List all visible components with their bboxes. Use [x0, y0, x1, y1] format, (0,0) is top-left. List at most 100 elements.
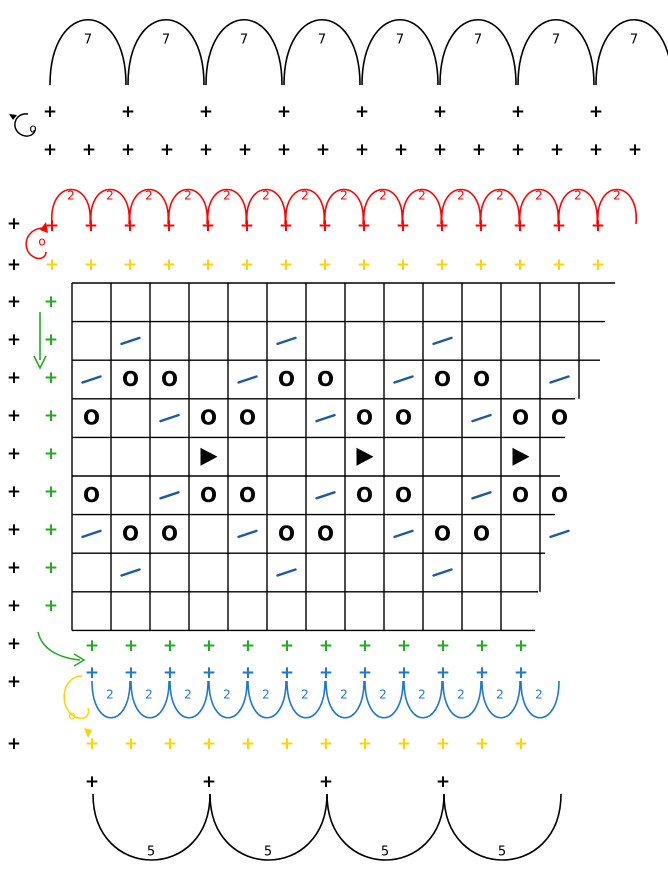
stitch-plus-yellow: + [357, 255, 371, 275]
stitch-plus-yellow: + [280, 734, 294, 754]
dash-symbol [237, 375, 258, 384]
stitch-plus-green: + [280, 636, 294, 656]
stitch-plus-green: + [85, 636, 99, 656]
stitch-plus-blue: + [436, 663, 450, 683]
dash-symbol [393, 375, 414, 384]
stitch-plus-green: + [44, 368, 58, 388]
stitch-plus: + [7, 444, 21, 464]
dash-symbol [159, 491, 180, 500]
stitch-plus-yellow: + [45, 255, 59, 275]
stitch-plus-green: + [514, 636, 528, 656]
stitch-plus: + [355, 140, 369, 160]
dash-symbol [159, 413, 180, 423]
blue-arch [286, 680, 326, 719]
circle-symbol: O [317, 521, 334, 545]
circle-symbol: O [356, 406, 373, 430]
blue-arch [325, 680, 365, 719]
top-arch-label: 7 [318, 33, 326, 48]
stitch-plus: + [550, 140, 564, 160]
circle-symbol: O [200, 406, 217, 430]
red-arch-label: 2 [184, 189, 192, 203]
top-arch [127, 18, 205, 86]
stitch-plus: + [277, 140, 291, 160]
stitch-plus-yellow: + [514, 734, 528, 754]
stitch-plus: + [43, 140, 57, 160]
turn-arrow-green [37, 631, 81, 661]
top-arch-label: 7 [240, 33, 248, 48]
dash-symbol [81, 375, 102, 384]
stitch-plus-blue: + [358, 663, 372, 683]
stitch-plus-yellow: + [85, 734, 99, 754]
circle-symbol: O [434, 367, 451, 391]
turn-arrow-yellow [63, 675, 90, 720]
top-arch-label: 7 [396, 33, 404, 48]
stitch-plus-yellow: + [319, 734, 333, 754]
dash-symbol [549, 375, 570, 384]
circle-symbol: O [317, 367, 334, 391]
top-arch [517, 18, 595, 86]
stitch-plus-red: + [318, 216, 332, 236]
bottom-arch [209, 793, 328, 861]
stitch-plus-yellow: + [84, 255, 98, 275]
blue-arch-label: 2 [418, 688, 426, 702]
stitch-plus-yellow: + [162, 255, 176, 275]
dash-symbol [81, 529, 102, 539]
stitch-plus-red: + [474, 216, 488, 236]
dash-symbol [120, 568, 141, 577]
stitch-plus-red: + [279, 216, 293, 236]
stitch-plus-red: + [591, 216, 605, 236]
dash-symbol [315, 413, 336, 423]
red-arch-label: 2 [301, 189, 309, 203]
circle-symbol: O [356, 483, 373, 507]
stitch-plus-yellow: + [163, 734, 177, 754]
stitch-plus-yellow: + [279, 255, 293, 275]
blue-arch-label: 2 [496, 688, 504, 702]
circle-symbol: O [473, 367, 490, 391]
stitch-plus: + [238, 140, 252, 160]
red-arch [285, 188, 325, 225]
stitch-plus: + [82, 140, 96, 160]
stitch-plus-red: + [123, 216, 137, 236]
bottom-arch-label: 5 [498, 845, 506, 860]
triangle-symbol [356, 447, 374, 466]
stitch-plus-green: + [358, 636, 372, 656]
stitch-plus-yellow: + [318, 255, 332, 275]
stitch-plus: + [7, 330, 21, 350]
blue-arch-label: 2 [106, 688, 114, 702]
red-arch [324, 188, 364, 225]
blue-arch-label: 2 [262, 688, 270, 702]
stitch-plus-green: + [44, 482, 58, 502]
blue-arch-label: 2 [535, 688, 543, 702]
blue-arch [247, 680, 287, 719]
stitch-plus-green: + [475, 636, 489, 656]
arrow-head-icon [40, 222, 48, 233]
dash-symbol [432, 568, 453, 577]
red-arch-label: 2 [340, 189, 348, 203]
chain-loop: o [29, 122, 36, 136]
stitch-plus: + [511, 102, 525, 122]
red-arch-label: 2 [535, 189, 543, 203]
top-arch [361, 18, 439, 86]
circle-symbol: O [395, 483, 412, 507]
stitch-plus: + [7, 482, 21, 502]
stitch-plus: + [199, 102, 213, 122]
stitch-plus-green: + [44, 330, 58, 350]
stitch-plus: + [319, 772, 333, 792]
red-arch [480, 188, 520, 225]
dash-symbol [471, 491, 492, 500]
stitch-plus: + [85, 772, 99, 792]
circle-symbol: O [473, 521, 490, 545]
stitch-plus-yellow: + [124, 734, 138, 754]
stitch-plus-yellow: + [435, 255, 449, 275]
triangle-symbol [512, 447, 530, 466]
red-arch [207, 188, 247, 225]
stitch-plus-green: + [44, 444, 58, 464]
red-arch [51, 188, 91, 225]
blue-arch-label: 2 [145, 688, 153, 702]
stitch-plus-green: + [44, 558, 58, 578]
circle-symbol: O [239, 406, 256, 430]
stitch-plus-green: + [163, 636, 177, 656]
stitch-plus: + [436, 772, 450, 792]
stitch-plus-red: + [552, 216, 566, 236]
